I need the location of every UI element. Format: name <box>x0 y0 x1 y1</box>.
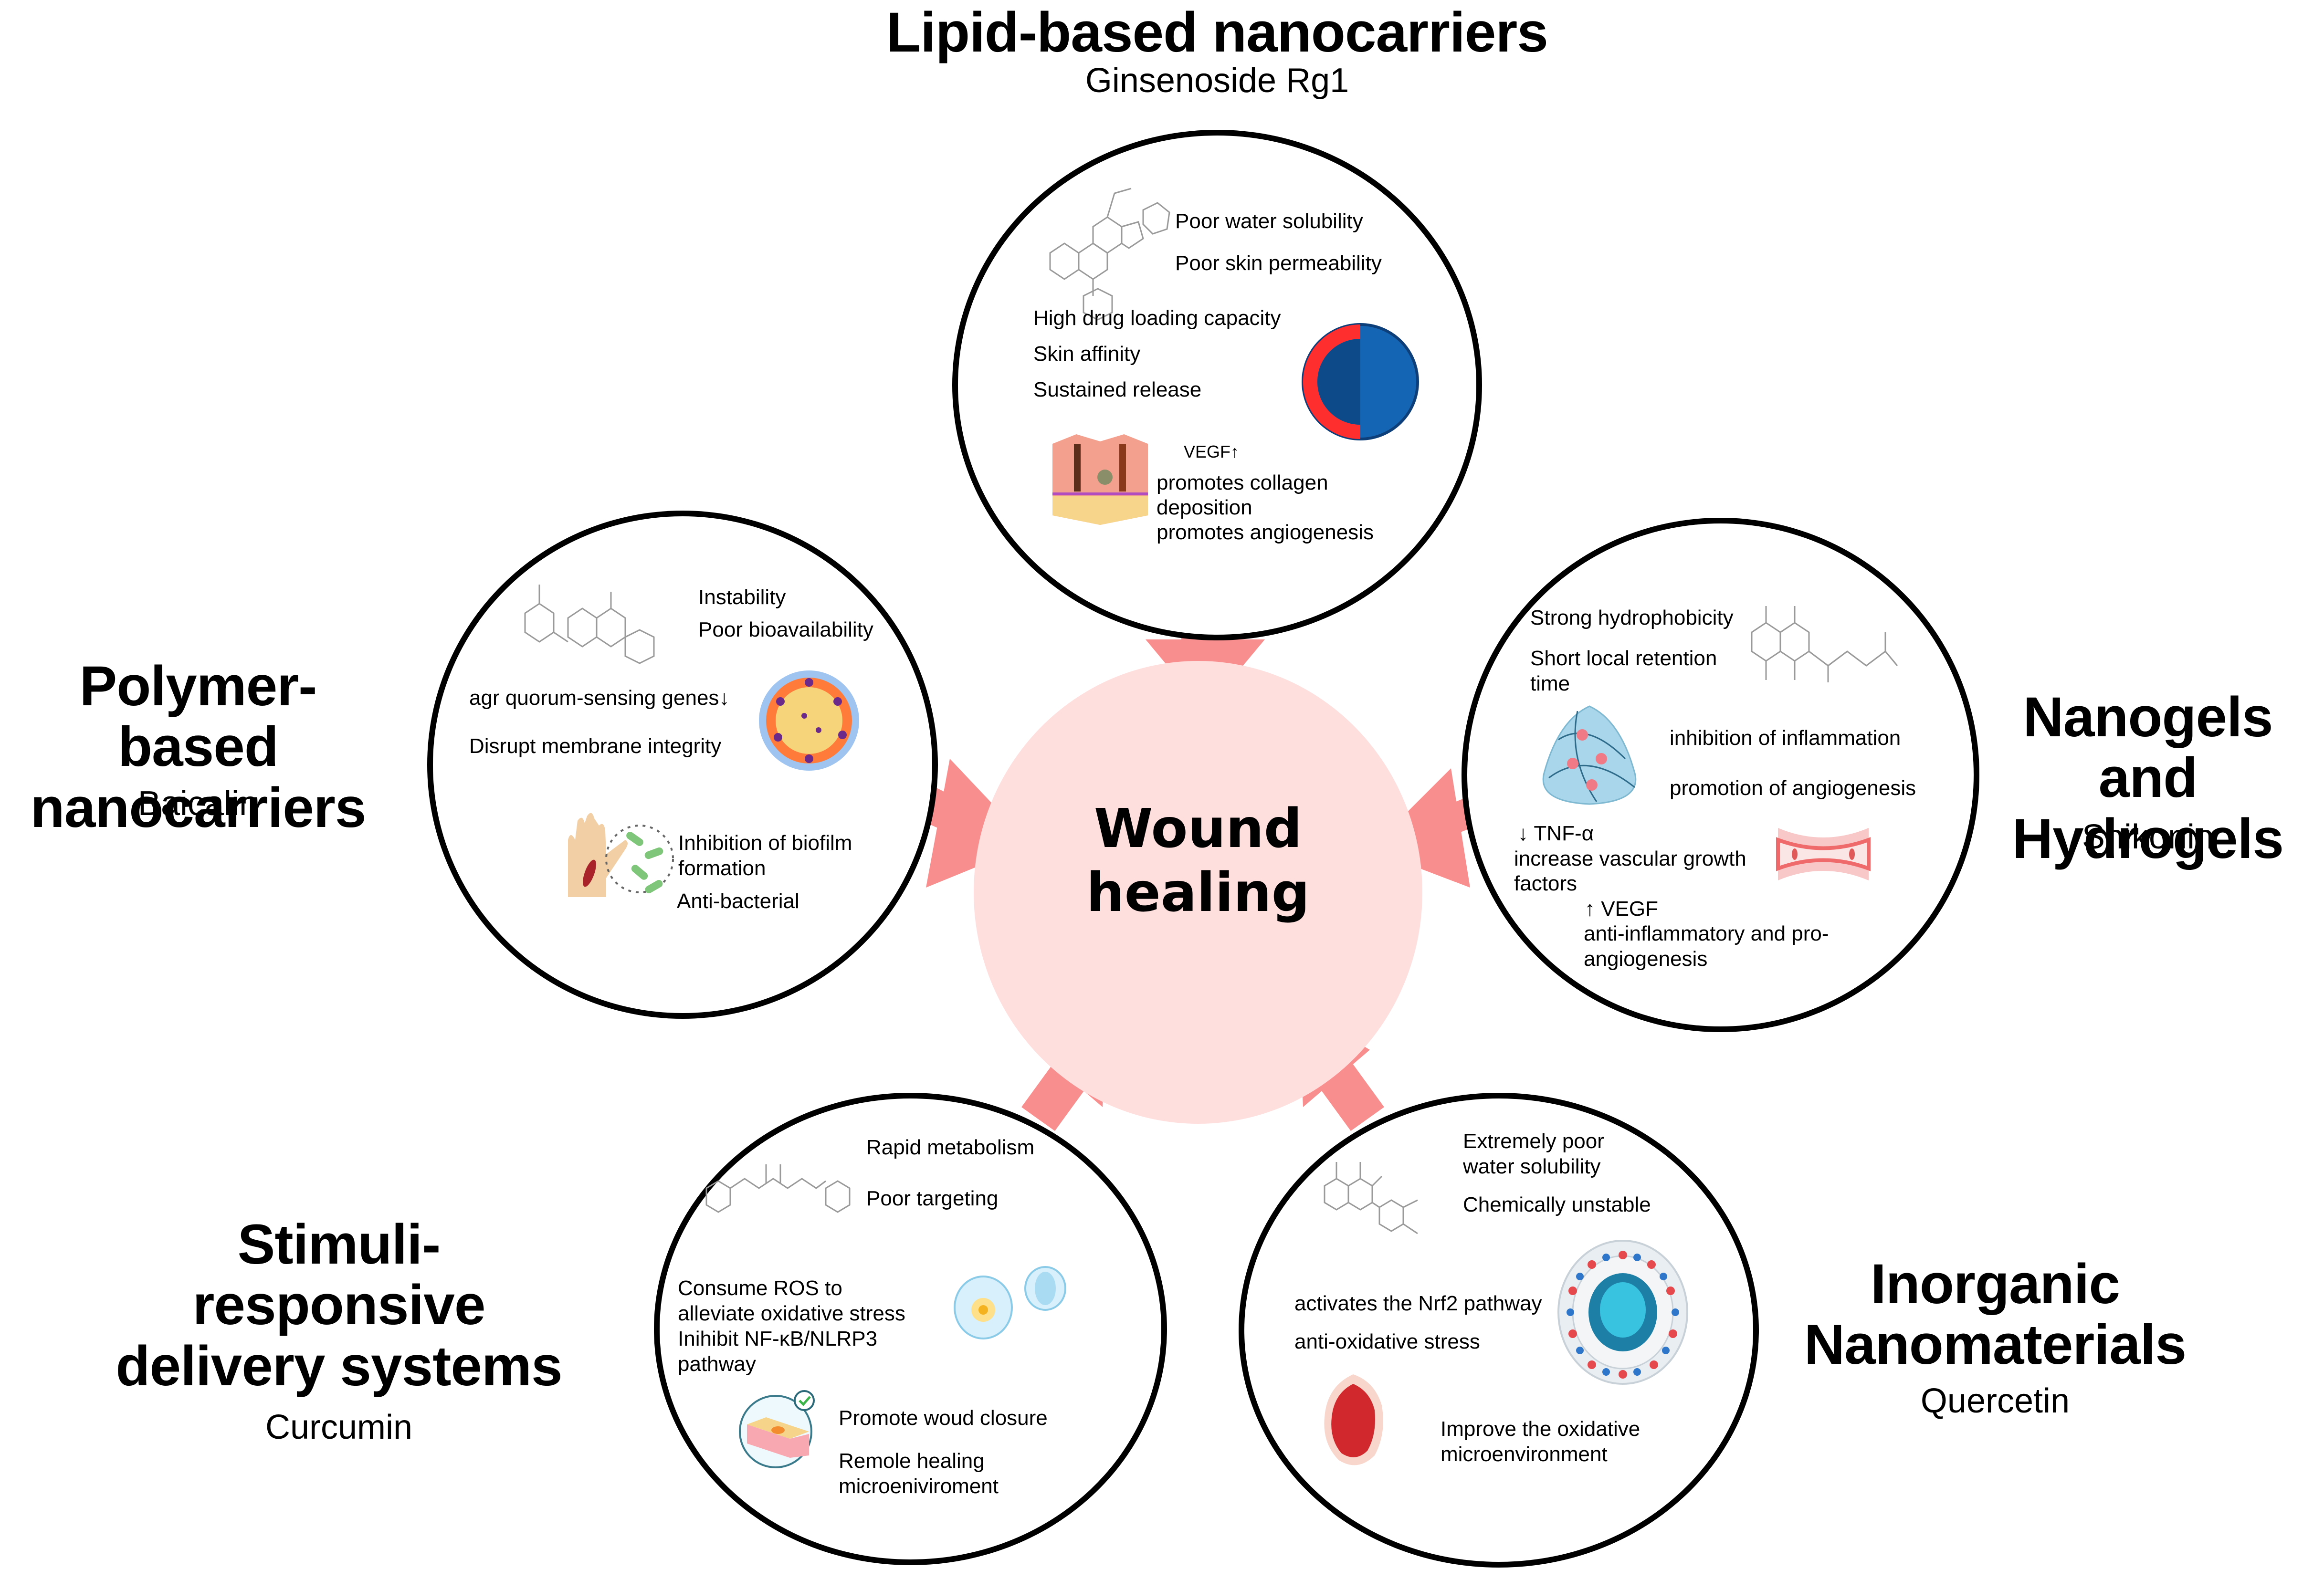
lipid-advantage-2: Skin affinity <box>1033 342 1141 366</box>
hub-label-line1: Wound <box>1094 798 1303 860</box>
stimuli-mechanism-4: pathway <box>678 1352 756 1376</box>
inorganic-title-line1: Inorganic <box>1870 1253 2120 1316</box>
stimuli-title: Stimuli- responsive delivery systems <box>110 1214 568 1397</box>
stimuli-limitation-2: Poor targeting <box>866 1187 999 1210</box>
polymer-effect-biofilm-1: Inhibition of biofilm <box>678 831 852 855</box>
hub-label-line2: healing <box>1086 862 1310 924</box>
inorganic-effect-1: Improve the oxidative <box>1441 1417 1640 1441</box>
lipid-title: Lipid-based nanocarriers <box>886 1 1548 64</box>
polymer-mechanism-1: agr quorum-sensing genes↓ <box>469 686 730 710</box>
curcumin-structure-icon <box>705 1164 851 1213</box>
nanogel-mechanism-anti-inflammatory-2: angiogenesis <box>1584 947 1708 971</box>
inorganic-drug: Quercetin <box>1920 1382 2070 1420</box>
inorganic-nanoparticle-icon <box>1557 1240 1688 1385</box>
nanogel-mechanism-vascular-2: factors <box>1514 872 1577 895</box>
nanogel-title: Nanogels and Hydrogels <box>1966 687 2324 869</box>
polymer-drug: Baicalin <box>137 784 259 823</box>
inorganic-limitation-3: Chemically unstable <box>1463 1193 1651 1216</box>
quercetin-structure-icon <box>1324 1162 1418 1234</box>
lipid-effect-deposition: deposition <box>1157 496 1252 519</box>
lipid-limitation-1: Poor water solubility <box>1175 209 1363 233</box>
polymer-nanoparticle-icon <box>759 670 859 771</box>
blood-vessel-icon <box>1776 828 1871 880</box>
stimuli-title-line3: delivery systems <box>116 1334 562 1398</box>
lipid-advantage-1: High drug loading capacity <box>1033 306 1281 330</box>
wound-healing-hub <box>974 661 1422 1124</box>
stimuli-effect-closure: Promote woud closure <box>839 1406 1048 1430</box>
hydrogel-icon <box>1542 705 1637 805</box>
polymer-title-line2: nanocarriers <box>30 776 367 839</box>
polymer-effect-biofilm-2: formation <box>678 857 766 880</box>
hub-label: Wound healing <box>1021 797 1375 925</box>
lipid-limitation-2: Poor skin permeability <box>1175 251 1382 275</box>
nanogel-title-line1: Nanogels and <box>2023 686 2273 810</box>
wound-tissue-icon <box>1324 1374 1383 1465</box>
inorganic-title-line2: Nanomaterials <box>1804 1313 2187 1377</box>
stimuli-circle <box>654 1093 1167 1565</box>
inorganic-effect-2: microenvironment <box>1441 1443 1608 1466</box>
polymer-mechanism-2: Disrupt membrane integrity <box>469 734 722 758</box>
polymer-limitation-2: Poor bioavailability <box>698 618 873 641</box>
nanogel-mechanism-vascular-1: increase vascular growth <box>1514 847 1746 870</box>
stimuli-title-line2: responsive <box>192 1274 485 1337</box>
lipid-advantage-3: Sustained release <box>1033 378 1202 401</box>
nanogel-mechanism-tnf: ↓ TNF-α <box>1518 822 1594 845</box>
responsive-nanoparticle-icon <box>954 1266 1066 1339</box>
liposome-icon <box>1302 323 1419 440</box>
nanogel-title-line2: Hydrogels <box>2012 807 2284 870</box>
nanogel-drug: Shikonin <box>2082 818 2214 856</box>
stimuli-mechanism-1: Consume ROS to <box>678 1276 842 1300</box>
inorganic-limitation-2: water solubility <box>1463 1155 1601 1178</box>
ginsenoside-structure-icon <box>1049 188 1170 321</box>
inorganic-limitation-1: Extremely poor <box>1463 1130 1604 1153</box>
polymer-title: Polymer-based nanocarriers <box>0 656 396 838</box>
nanogel-limitation-1: Strong hydrophobicity <box>1530 606 1734 629</box>
polymer-title-line1: Polymer-based <box>79 655 317 779</box>
stimuli-title-line1: Stimuli- <box>237 1213 441 1276</box>
shikonin-structure-icon <box>1751 606 1898 682</box>
skin-section-icon <box>1052 434 1148 525</box>
inorganic-mechanism-1: activates the Nrf2 pathway <box>1294 1292 1542 1315</box>
lipid-effect-vegf: VEGF↑ <box>1184 442 1240 461</box>
nanogel-limitation-2: Short local retention <box>1530 647 1717 670</box>
stimuli-mechanism-2: alleviate oxidative stress <box>678 1302 905 1325</box>
nanogel-effect-angiogenesis: promotion of angiogenesis <box>1670 776 1916 800</box>
nanogel-effect-inflammation: inhibition of inflammation <box>1670 726 1901 750</box>
healed-tissue-icon <box>739 1390 815 1468</box>
stimuli-mechanism-3: Inihibit NF-κB/NLRP3 <box>678 1327 878 1350</box>
lipid-effect-angiogenesis: promotes angiogenesis <box>1157 521 1374 544</box>
polymer-effect-antibacterial: Anti-bacterial <box>677 889 799 913</box>
hand-wound-bacteria-icon <box>568 813 674 897</box>
nanogel-mechanism-anti-inflammatory-1: anti-inflammatory and pro- <box>1584 922 1829 945</box>
inorganic-mechanism-2: anti-oxidative stress <box>1294 1330 1480 1353</box>
stimuli-effect-remodel-2: microeniviroment <box>839 1475 999 1498</box>
polymer-limitation-1: Instability <box>698 586 786 609</box>
lipid-drug: Ginsenoside Rg1 <box>1085 62 1349 100</box>
inorganic-title: Inorganic Nanomaterials <box>1766 1254 2224 1376</box>
lipid-effect-collagen: promotes collagen <box>1157 471 1328 494</box>
stimuli-limitation-1: Rapid metabolism <box>866 1136 1035 1159</box>
nanogel-mechanism-vegf: ↑ VEGF <box>1585 897 1659 920</box>
stimuli-drug: Curcumin <box>265 1408 413 1446</box>
stimuli-effect-remodel-1: Remole healing <box>839 1449 985 1473</box>
baicalin-structure-icon <box>524 585 655 664</box>
nanogel-limitation-3: time <box>1530 672 1570 695</box>
